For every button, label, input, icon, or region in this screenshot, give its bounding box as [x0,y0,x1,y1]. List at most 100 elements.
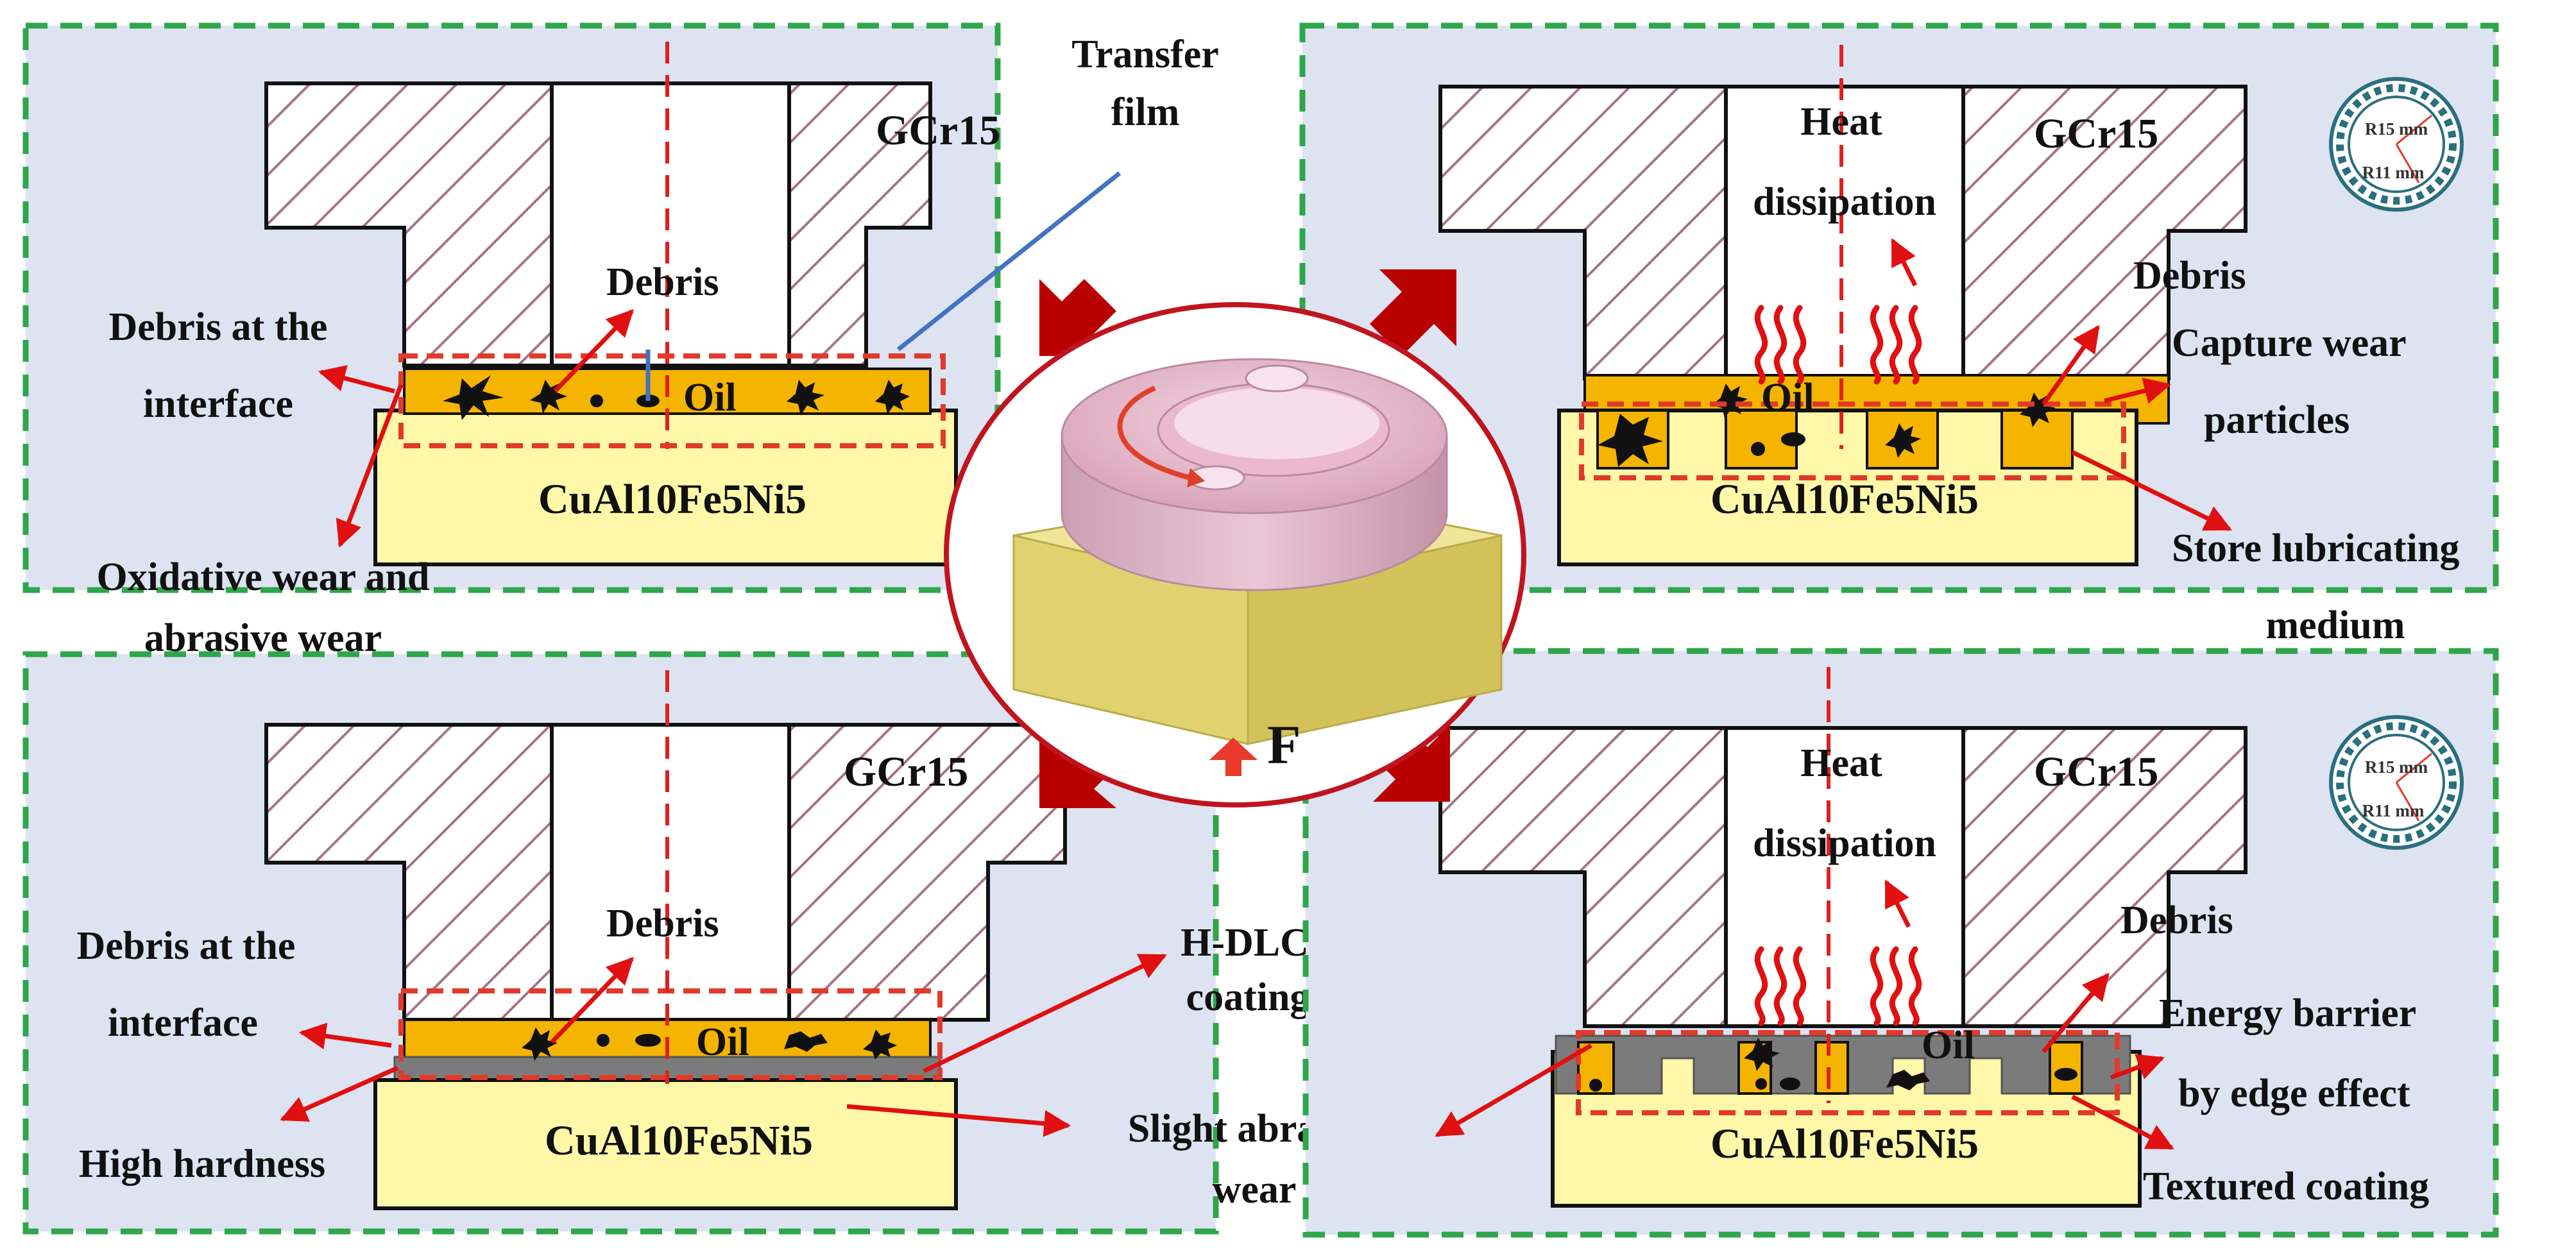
interface-highlight-box [398,353,946,448]
debris-interface-label: interface [143,382,293,426]
debris-interface-label: Debris at the [109,305,328,349]
debris-particle [863,1029,897,1060]
panel-bottom-left: GCr15 Debris Oil CuAl10Fe5Ni5 Debris at … [22,651,1381,1235]
panel-border [22,651,1219,1235]
cu-alloy-label: CuAl10Fe5Ni5 [545,1117,813,1164]
gcr15-label: GCr15 [844,748,968,795]
high-hardness-label: High hardness [79,1142,325,1186]
debris-particle [1712,384,1748,418]
capture-label: Capture wear [2172,321,2407,365]
oil-label: Oil [696,1020,749,1064]
debris-particle [1744,1038,1780,1071]
cu-alloy-label: CuAl10Fe5Ni5 [538,476,806,523]
ring-texture-schematic: R15 mm R11 mm [2329,715,2464,850]
force-arrow-icon [1209,738,1258,776]
central-bore [550,723,791,1022]
debris-particles [1598,384,2056,467]
debris-label: Debris [2133,254,2246,298]
slight-wear-label: wear [1213,1168,1297,1212]
direction-arrow-top-right [1370,269,1456,356]
transfer-film-leader [896,171,1122,351]
store-medium-label: Store lubricating [2172,527,2459,570]
debris-interface-arrow [318,365,395,394]
hdlc-to-texture-arrow [1435,1043,1592,1138]
debris-particle [1885,423,1921,458]
textured-coating-arrow [2071,1094,2174,1151]
ring-radius-inner-label: R11 mm [2362,801,2425,820]
panel-top-right: R15 mm R11 mm GCr15 Heat dissipation Oil… [1299,22,2499,647]
energy-barrier-label: by edge effect [2178,1072,2410,1115]
interface-highlight-box [398,988,943,1080]
wear-mechanism-label: Oxidative wear and [97,555,430,599]
debris-particle [1755,1078,1767,1090]
heat-arrow [1884,879,1911,928]
central-bore [550,81,791,368]
oil-label: Oil [1761,376,1814,419]
hdlc-arrow [923,953,1167,1074]
heat-dissipation-label: Heat [1800,100,1882,144]
cu-alloy-label: CuAl10Fe5Ni5 [1710,476,1979,523]
heat-waves-icon [1754,305,1922,385]
panel-border [1302,648,2499,1238]
debris-particle [1598,414,1663,467]
center-test-setup: F [944,269,1526,808]
energy-barrier-label: Energy barrier [2159,992,2416,1035]
debris-particles [1589,1038,2077,1092]
debris-particle [784,1031,828,1052]
textured-coating-label: Textured coating [2143,1165,2429,1208]
store-arrow [2071,450,2232,532]
debris-particles [522,1027,897,1061]
debris-particle [875,380,910,414]
debris-particle [1886,1070,1930,1090]
debris-particle [1781,432,1805,446]
debris-particle [1780,1077,1800,1090]
interface-highlight-box [1579,401,2126,480]
debris-particle [597,1034,610,1047]
debris-arrow [2042,972,2110,1054]
store-medium-label: medium [2266,604,2405,647]
capture-arrow [2104,377,2172,404]
panel-border [22,22,1001,593]
ring-specimen [1061,358,1448,591]
panel-bottom-right: R15 mm R11 mm GCr15 Heat dissipation Oil… [1302,648,2499,1238]
heat-dissipation-label: dissipation [1753,180,1936,224]
heat-dissipation-label: Heat [1800,741,1882,785]
slight-wear-arrow [846,1104,1071,1137]
heat-waves-icon [1754,946,1922,1026]
debris-interface-label: Debris at the [77,924,296,968]
gcr15-label: GCr15 [2034,748,2158,795]
debris-label: Debris [606,902,719,945]
texture-pocket [1814,1041,1849,1095]
interface-highlight-box [1576,1030,2120,1115]
ring-radius-outer-label: R15 mm [2365,119,2428,139]
debris-particle [1751,442,1765,456]
debris-label: Debris [606,260,719,304]
debris-particle [590,394,603,407]
gcr15-label: GCr15 [876,107,1000,154]
hdlc-coating-label: H-DLC [1181,921,1309,965]
heat-arrow [1890,238,1918,287]
energy-barrier-arrow [2110,1054,2165,1080]
cu-alloy-label: CuAl10Fe5Ni5 [1710,1120,1979,1167]
wear-arrow [336,384,404,548]
oil-label: Oil [1922,1024,1975,1067]
debris-arrow [553,308,634,393]
debris-arrow [2042,325,2100,406]
force-label: F [1267,714,1301,775]
gcr15-label: GCr15 [2034,110,2158,157]
debris-interface-arrow [298,1022,392,1050]
debris-label: Debris [2120,899,2233,942]
debris-particle [2054,1068,2077,1081]
debris-particle [443,375,504,420]
debris-particle [1589,1079,1602,1092]
panel-border [1299,22,2499,593]
heat-dissipation-label: dissipation [1753,822,1936,865]
debris-particle [2020,393,2056,427]
debris-particle [635,1034,661,1047]
debris-particle [787,380,824,416]
capture-label: particles [2204,398,2350,442]
transfer-film-label: Transfer [1071,33,1219,76]
debris-interface-label: interface [108,1001,258,1045]
debris-arrow [550,956,634,1044]
